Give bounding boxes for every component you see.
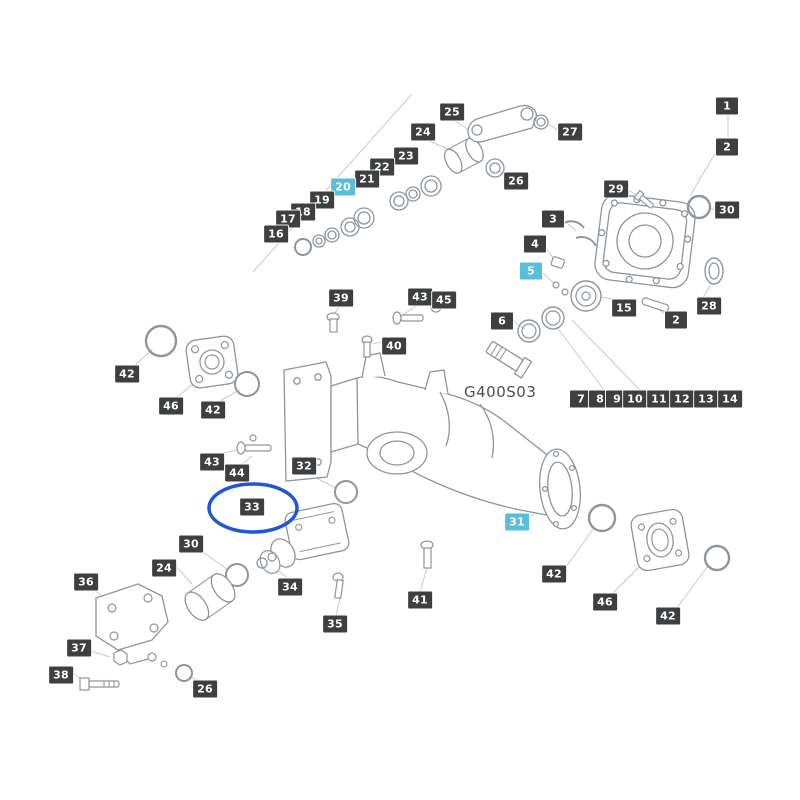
part-label-20[interactable]: 20 [331, 178, 355, 196]
part-label-42[interactable]: 42 [201, 401, 225, 419]
part-label-34[interactable]: 34 [278, 578, 302, 596]
part-label-40[interactable]: 40 [382, 337, 406, 355]
part-label-39[interactable]: 39 [329, 289, 353, 307]
part-label-16[interactable]: 16 [264, 225, 288, 243]
part-label-38[interactable]: 38 [49, 666, 73, 684]
part-label-26[interactable]: 26 [193, 680, 217, 698]
part-label-21[interactable]: 21 [355, 170, 379, 188]
part-label-36[interactable]: 36 [74, 573, 98, 591]
right-flange-parts [587, 503, 731, 572]
part-label-41[interactable]: 41 [408, 591, 432, 609]
part-label-31[interactable]: 31 [505, 513, 529, 531]
part-label-25[interactable]: 25 [440, 103, 464, 121]
part-label-15[interactable]: 15 [612, 299, 636, 317]
part-label-27[interactable]: 27 [558, 123, 582, 141]
leader-lines [71, 93, 742, 683]
bottom-left-parts [79, 502, 434, 691]
part-label-1[interactable]: 1 [716, 97, 738, 115]
part-label-6[interactable]: 6 [491, 312, 513, 330]
part-label-4[interactable]: 4 [524, 235, 546, 253]
highlight-ellipse [207, 482, 299, 534]
differential-housing [594, 193, 696, 289]
part-label-44[interactable]: 44 [225, 464, 249, 482]
part-label-45[interactable]: 45 [432, 291, 456, 309]
part-label-19[interactable]: 19 [310, 191, 334, 209]
part-label-43[interactable]: 43 [200, 453, 224, 471]
part-code-text: G400S03 [464, 383, 537, 401]
part-label-10[interactable]: 10 [623, 390, 647, 408]
part-label-46[interactable]: 46 [593, 593, 617, 611]
part-label-24[interactable]: 24 [411, 123, 435, 141]
part-label-26[interactable]: 26 [504, 172, 528, 190]
part-label-2[interactable]: 2 [665, 311, 687, 329]
part-label-8[interactable]: 8 [589, 390, 611, 408]
part-label-42[interactable]: 42 [542, 565, 566, 583]
part-label-33[interactable]: 33 [240, 498, 264, 516]
part-label-42[interactable]: 42 [656, 607, 680, 625]
left-side-parts [144, 301, 442, 504]
part-label-23[interactable]: 23 [394, 147, 418, 165]
part-label-37[interactable]: 37 [67, 639, 91, 657]
part-label-24[interactable]: 24 [152, 559, 176, 577]
part-label-7[interactable]: 7 [570, 390, 592, 408]
upper-seal-bearing-series [294, 104, 549, 256]
part-label-42[interactable]: 42 [115, 365, 139, 383]
part-label-11[interactable]: 11 [647, 390, 671, 408]
part-label-32[interactable]: 32 [292, 457, 316, 475]
part-label-46[interactable]: 46 [159, 397, 183, 415]
right-side-parts [485, 189, 724, 379]
axle-housing [283, 352, 581, 530]
part-label-14[interactable]: 14 [718, 390, 742, 408]
part-label-3[interactable]: 3 [542, 210, 564, 228]
part-label-12[interactable]: 12 [670, 390, 694, 408]
part-label-30[interactable]: 30 [179, 535, 203, 553]
part-label-30[interactable]: 30 [715, 201, 739, 219]
part-label-28[interactable]: 28 [697, 297, 721, 315]
part-label-9[interactable]: 9 [606, 390, 628, 408]
part-label-43[interactable]: 43 [408, 288, 432, 306]
part-label-17[interactable]: 17 [276, 210, 300, 228]
part-label-2[interactable]: 2 [716, 138, 738, 156]
part-label-35[interactable]: 35 [323, 615, 347, 633]
part-label-5[interactable]: 5 [520, 262, 542, 280]
part-label-29[interactable]: 29 [604, 180, 628, 198]
part-label-13[interactable]: 13 [694, 390, 718, 408]
